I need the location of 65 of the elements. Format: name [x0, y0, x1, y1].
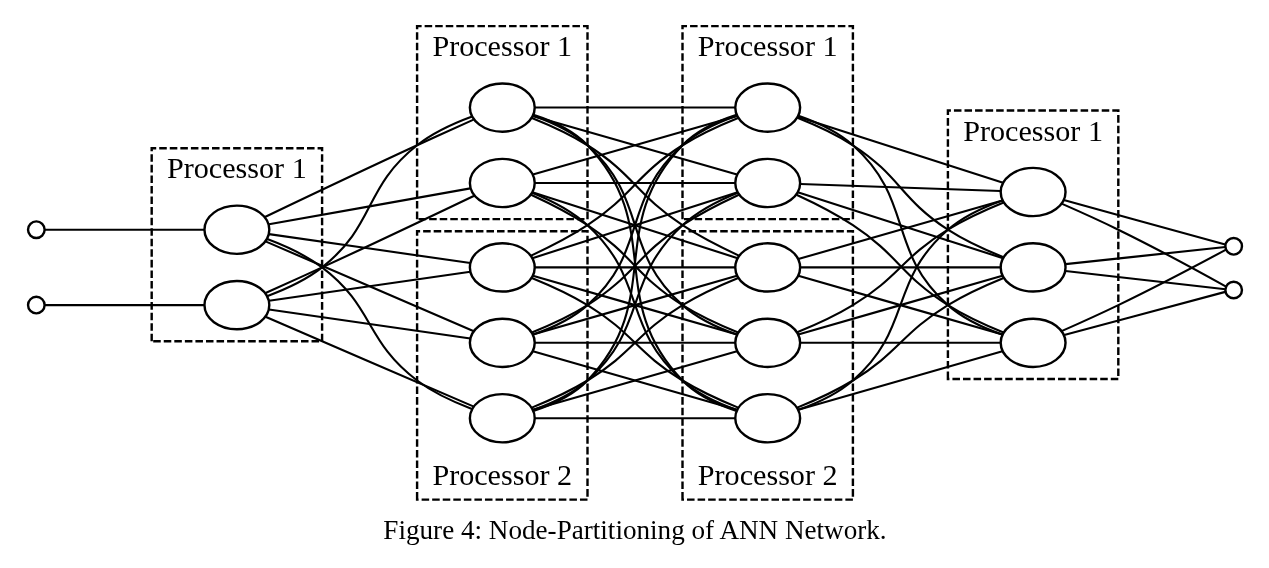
node-circle — [999, 242, 1067, 293]
node-circle — [733, 242, 801, 293]
cluster: Processor 2 — [415, 230, 589, 501]
connector — [799, 341, 1000, 344]
node-circle — [733, 157, 801, 209]
node-circle — [733, 317, 801, 369]
connector — [264, 118, 474, 218]
node-circle — [999, 317, 1067, 369]
connector — [796, 277, 1004, 409]
caption: Figure 4: Node-Partitioning of ANN Network. — [382, 515, 887, 546]
cluster: Processor 1 — [946, 109, 1119, 381]
connector — [268, 233, 471, 265]
connector — [799, 266, 1000, 269]
connector — [1063, 290, 1226, 336]
node-circle — [733, 392, 801, 444]
connector — [532, 274, 737, 336]
node-circle — [468, 317, 536, 369]
connector — [797, 274, 1003, 336]
node-circle — [468, 242, 536, 293]
connector — [1064, 245, 1225, 266]
connector — [264, 194, 475, 294]
connector — [796, 116, 1004, 259]
connector — [534, 266, 735, 269]
connector — [264, 315, 474, 408]
connector — [797, 199, 1003, 411]
connector — [266, 238, 472, 410]
connector — [530, 277, 739, 409]
connector — [266, 115, 473, 298]
connector — [1060, 248, 1227, 333]
connector — [44, 228, 204, 231]
connector — [534, 106, 735, 109]
cluster: Processor 1 — [680, 24, 854, 221]
node-circle — [1223, 236, 1243, 256]
connector — [534, 341, 735, 344]
connector — [534, 417, 735, 420]
node-circle — [26, 220, 46, 240]
connector — [1060, 202, 1227, 288]
connector — [531, 191, 738, 260]
connector — [268, 270, 470, 302]
node-circle — [999, 166, 1067, 218]
connector — [797, 350, 1003, 411]
connector — [264, 240, 474, 333]
connector — [532, 350, 737, 411]
connector — [44, 304, 204, 307]
connector — [532, 113, 737, 412]
connector — [268, 308, 471, 340]
connector — [268, 187, 471, 226]
node-circle — [1223, 280, 1243, 300]
connector — [1063, 199, 1225, 246]
node-circle — [202, 279, 270, 331]
cluster: Processor 1 — [415, 24, 589, 221]
connector — [797, 114, 1003, 336]
connector — [1064, 269, 1225, 291]
node-circle — [733, 82, 801, 133]
connector — [534, 181, 735, 184]
connector — [799, 183, 1001, 192]
node-circle — [202, 204, 270, 256]
node-circle — [468, 392, 536, 444]
connector — [532, 114, 737, 336]
cluster: Processor 2 — [680, 230, 854, 501]
node-circle — [26, 295, 46, 315]
node-circle — [468, 82, 536, 133]
connector — [796, 115, 1003, 184]
node-circle — [468, 157, 536, 209]
cluster: Processor 1 — [150, 147, 323, 343]
